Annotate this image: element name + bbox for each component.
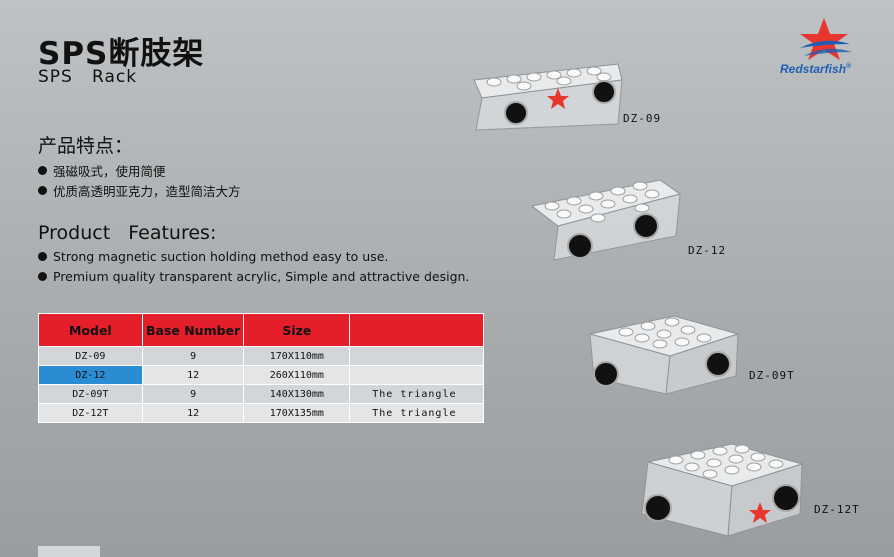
col-header-size: Size bbox=[243, 313, 351, 347]
cell-size: 260X110mm bbox=[243, 365, 351, 385]
table-header-row: Model Base Number Size bbox=[38, 313, 484, 347]
product-label: DZ-09T bbox=[749, 369, 795, 382]
cell-note: The triangle bbox=[349, 384, 484, 404]
page-corner-tab bbox=[38, 546, 100, 557]
table-row: DZ-12 12 260X110mm bbox=[38, 365, 484, 385]
col-header-model: Model bbox=[38, 313, 143, 347]
cell-base: 9 bbox=[141, 346, 245, 366]
cell-model: DZ-09 bbox=[38, 346, 143, 366]
features-en-list: Strong magnetic suction holding method e… bbox=[38, 246, 469, 286]
table-row: DZ-12T 12 170X135mm The triangle bbox=[38, 403, 484, 423]
rack-dz09t-image bbox=[589, 315, 740, 395]
bullet-icon bbox=[38, 271, 47, 281]
bullet-icon bbox=[38, 185, 47, 195]
table-row: DZ-09 9 170X110mm bbox=[38, 346, 484, 366]
cell-size: 170X110mm bbox=[243, 346, 351, 366]
table-row: DZ-09T 9 140X130mm The triangle bbox=[38, 384, 484, 404]
product-label: DZ-12T bbox=[814, 503, 860, 516]
brand-name: Redstarfish® bbox=[780, 62, 852, 76]
features-en-heading: Product Features: bbox=[38, 222, 217, 244]
rack-dz09-image bbox=[473, 63, 623, 131]
cell-base: 12 bbox=[141, 365, 245, 385]
features-cn-heading: 产品特点： bbox=[38, 135, 134, 157]
cell-model: DZ-09T bbox=[38, 384, 143, 404]
cell-base: 12 bbox=[141, 403, 245, 423]
spec-table: Model Base Number Size DZ-09 9 170X110mm… bbox=[38, 313, 484, 423]
product-label: DZ-09 bbox=[623, 112, 662, 125]
features-cn-list: 强磁吸式，使用简便 优质高透明亚克力，造型简洁大方 bbox=[38, 160, 241, 200]
bullet-icon bbox=[38, 251, 47, 261]
list-item: 强磁吸式，使用简便 bbox=[38, 160, 241, 180]
product-label: DZ-12 bbox=[688, 244, 727, 257]
cell-model: DZ-12T bbox=[38, 403, 143, 423]
cell-size: 140X130mm bbox=[243, 384, 351, 404]
col-header-note bbox=[349, 313, 484, 347]
bullet-icon bbox=[38, 165, 47, 175]
list-item: Premium quality transparent acrylic, Sim… bbox=[38, 266, 469, 286]
cell-size: 170X135mm bbox=[243, 403, 351, 423]
cell-model-highlighted: DZ-12 bbox=[38, 365, 143, 385]
list-item: 优质高透明亚克力，造型简洁大方 bbox=[38, 180, 241, 200]
col-header-base-number: Base Number bbox=[141, 313, 245, 347]
starfish-logo-icon bbox=[800, 18, 852, 60]
list-item: Strong magnetic suction holding method e… bbox=[38, 246, 469, 266]
page-subtitle: SPS Rack bbox=[38, 67, 138, 87]
brand-logo: Redstarfish® bbox=[780, 14, 880, 80]
page-title: SPS断肢架 bbox=[38, 36, 205, 72]
rack-dz12t-image bbox=[641, 443, 804, 537]
cell-base: 9 bbox=[141, 384, 245, 404]
cell-note bbox=[349, 365, 484, 385]
cell-note: The triangle bbox=[349, 403, 484, 423]
cell-note bbox=[349, 346, 484, 366]
rack-dz12-image bbox=[530, 179, 682, 261]
